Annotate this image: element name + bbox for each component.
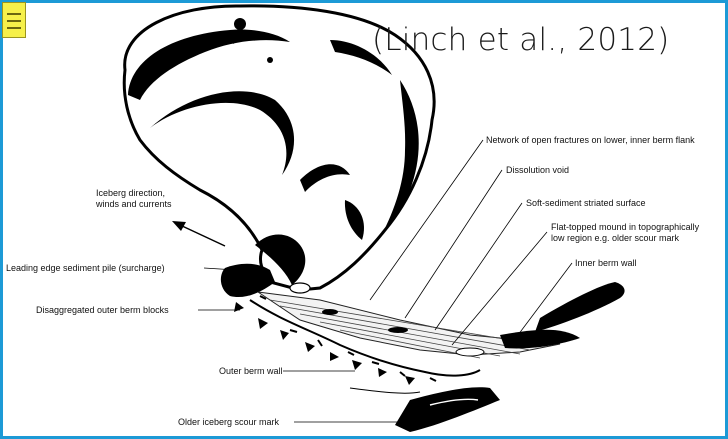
seabed-surface <box>221 264 625 432</box>
menu-button[interactable] <box>2 2 26 38</box>
label-dissolution-void: Dissolution void <box>506 165 569 175</box>
label-soft-sediment: Soft-sediment striated surface <box>526 198 646 208</box>
label-iceberg-direction-line1: Iceberg direction, <box>96 188 165 198</box>
label-network-fractures: Network of open fractures on lower, inne… <box>486 135 695 145</box>
label-inner-berm: Inner berm wall <box>575 258 637 268</box>
menu-icon-bar <box>7 27 21 29</box>
label-older-scour: Older iceberg scour mark <box>178 417 280 427</box>
citation-text: (Linch et al., 2012) <box>372 22 669 58</box>
direction-arrow <box>172 221 225 246</box>
label-iceberg-direction-line2: winds and currents <box>95 199 172 209</box>
label-outer-berm: Outer berm wall <box>219 366 283 376</box>
label-flat-topped-line1: Flat-topped mound in topographically <box>551 222 700 232</box>
label-flat-topped-line2: low region e.g. older scour mark <box>551 233 680 243</box>
menu-icon-bar <box>7 20 21 22</box>
label-leading-edge: Leading edge sediment pile (surcharge) <box>6 263 165 273</box>
menu-icon <box>7 13 21 15</box>
label-disaggregated-blocks: Disaggregated outer berm blocks <box>36 305 169 315</box>
